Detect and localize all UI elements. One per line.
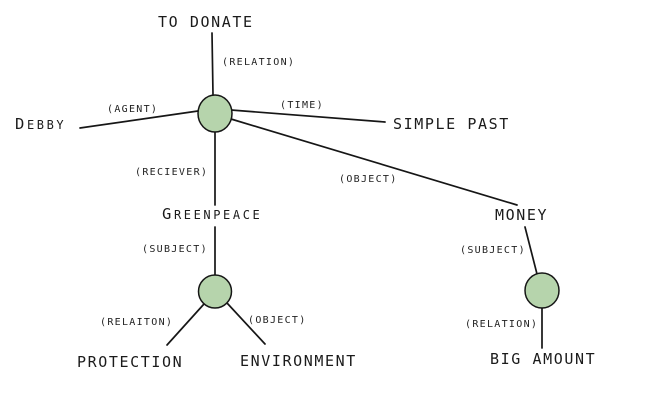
edge-time-simple-past [230,109,386,123]
label-simple-past: SIMPLE PAST [393,115,510,133]
label-debby: DEBBY [15,115,67,133]
label-protection: PROTECTION [77,353,184,371]
relation-label-object-env: (OBJECT) [248,315,307,326]
relation-label-relation-right: (RELATION) [465,319,539,330]
label-to-donate: TO DONATE [158,13,254,31]
label-big-amount: BIG AMOUNT [490,350,597,368]
edge-relation-to-donate [211,32,214,96]
node-greenpeace-circle [197,274,233,309]
relation-label-agent: (AGENT) [107,104,159,115]
relation-label-reciever: (RECIEVER) [135,167,209,178]
label-environment: ENVIRONMENT [240,352,357,370]
edge-object-money [230,118,518,206]
edge-agent-debby [79,110,199,129]
label-money: MONEY [495,206,549,224]
relation-label-relation-top: (RELATION) [222,57,296,68]
edge-subject-money [524,226,538,275]
relation-label-time: (TIME) [280,100,324,111]
edge-relaiton-protection [166,303,205,346]
node-money-circle [524,272,560,309]
label-greenpeace: GREENPEACE [162,205,263,223]
relation-label-object-main: (OBJECT) [339,174,398,185]
node-main-circle [197,94,233,133]
relation-label-subject-left: (SUBJECT) [142,244,208,255]
relation-label-subject-right: (SUBJECT) [460,245,526,256]
edge-object-environment [226,302,266,345]
relation-label-relaiton: (RELAITON) [100,317,174,328]
